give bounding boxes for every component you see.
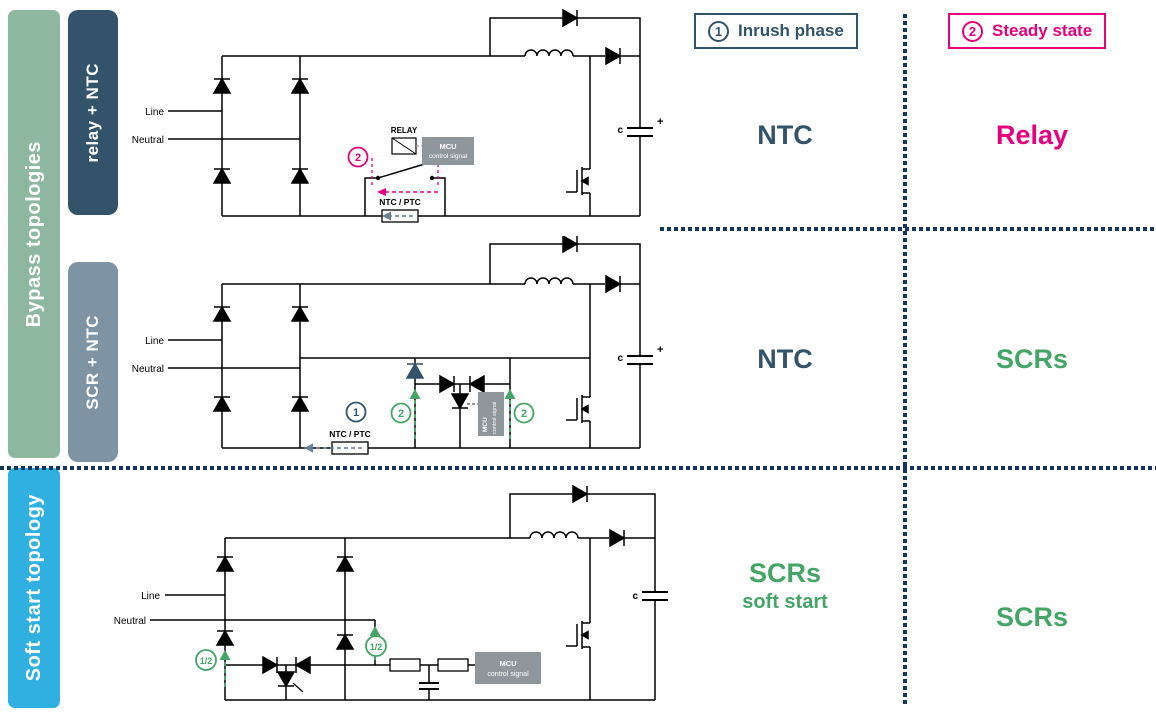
legend-inrush-phase: 1 Inrush phase (694, 13, 858, 49)
banner-soft-start-topology: Soft start topology (8, 468, 60, 708)
legend-inrush-label: Inrush phase (738, 21, 844, 40)
circuit2-wires (168, 243, 641, 449)
badge-steady-state: 2 (347, 146, 369, 168)
badge-inrush-text: 1 (353, 407, 359, 419)
badge-both-phases-right: 1/2 (365, 635, 387, 657)
cap-polarity: + (657, 344, 663, 356)
row3-inrush-sub: soft start (742, 591, 828, 613)
row3-steady-result: SCRs (995, 602, 1069, 632)
row2-row3-dotted-separator (0, 466, 1156, 470)
badge-steady-left-text: 2 (398, 408, 404, 420)
neutral-label: Neutral (132, 364, 164, 375)
cap-label: c (617, 125, 623, 136)
circuit3-diodes (216, 485, 625, 687)
steady-arrow-left (409, 389, 421, 439)
mcu-label-1: MCU (482, 417, 489, 432)
mcu-control-box: MCU control signal (475, 652, 541, 684)
inductor (524, 277, 574, 285)
cap-polarity: + (657, 116, 663, 128)
tag-relay-ntc: relay + NTC (68, 10, 118, 215)
relay-label: RELAY (391, 126, 418, 135)
circuit-soft-start: MCU control signal 1/2 1/2 Line Neutral … (114, 485, 668, 701)
inrush-number-badge: 1 (708, 20, 729, 42)
relay-symbol (371, 137, 439, 186)
mcu-label-2: control signal (429, 153, 468, 160)
line-label: Line (145, 336, 164, 347)
inductor (529, 531, 579, 539)
row2-steady-result: SCRs (995, 344, 1069, 374)
line-label: Line (141, 591, 160, 602)
circuit-scr-ntc: MCU control signal 1 2 2 Line Neutral NT… (132, 236, 663, 455)
scr-gate-wire (292, 682, 304, 693)
mcu-label-1: MCU (439, 142, 456, 151)
gate-resistor-2 (437, 658, 469, 672)
badge-inrush: 1 (345, 401, 367, 423)
capacitor-plates (419, 591, 668, 690)
steady-number-badge: 2 (962, 20, 983, 42)
vertical-dotted-separator (903, 14, 907, 706)
banner-bypass-topologies: Bypass topologies (8, 10, 60, 458)
banner-bypass-label: Bypass topologies (22, 140, 45, 328)
tag-relay-ntc-label: relay + NTC (83, 62, 102, 163)
tag-scr-ntc-label: SCR + NTC (83, 314, 102, 410)
badge-steady-right-text: 2 (521, 408, 527, 420)
circuit1-diodes (213, 9, 621, 184)
row3-inrush-main: SCRs (748, 558, 822, 588)
inductor (524, 49, 574, 57)
mcu-control-box: MCU control signal (416, 137, 474, 165)
neutral-label: Neutral (132, 135, 164, 146)
row1-inrush-result: NTC (757, 120, 813, 150)
mcu-control-box: MCU control signal (478, 392, 504, 436)
ntc-label: NTC / PTC (379, 197, 421, 207)
badge-steady-right: 2 (513, 402, 535, 424)
row2-inrush-result: NTC (757, 344, 813, 374)
mcu-label-2: control signal (492, 402, 498, 434)
banner-soft-start-label: Soft start topology (22, 494, 45, 682)
ntc-label: NTC / PTC (329, 429, 371, 439)
mosfet (565, 386, 591, 432)
row1-row2-dotted-separator (660, 227, 1156, 231)
mcu-label-2: control signal (487, 671, 529, 678)
capacitor-plates (627, 355, 653, 365)
steady-arrow-right (504, 389, 516, 439)
cap-label: c (632, 591, 638, 602)
steady-current-arrow (377, 188, 438, 196)
badge-both-phases-left: 1/2 (195, 649, 217, 671)
cap-label: c (617, 353, 623, 364)
line-label: Line (145, 107, 164, 118)
neutral-label: Neutral (114, 616, 146, 627)
ntc-current-arrow (304, 443, 362, 453)
gate-resistor-1 (389, 658, 421, 672)
scr-diode (406, 363, 424, 379)
capacitor-plates (627, 127, 653, 137)
ntc-current-arrow (382, 211, 413, 221)
mosfet (565, 158, 591, 204)
badge-steady-text: 2 (355, 152, 361, 164)
tag-scr-ntc: SCR + NTC (68, 262, 118, 462)
row3-inrush-result: SCRs soft start (695, 556, 875, 614)
circuit1-wires (168, 17, 641, 217)
circuit-relay-ntc: 2 MCU control signal Line Neutral RELAY … (132, 9, 663, 223)
legend-steady-state: 2 Steady state (948, 13, 1107, 49)
mcu-label-1: MCU (499, 659, 516, 668)
legend-steady-label: Steady state (992, 21, 1093, 40)
mosfet (565, 612, 591, 658)
badge-both-left-text: 1/2 (200, 656, 213, 666)
badge-both-right-text: 1/2 (370, 642, 383, 652)
badge-steady-left: 2 (390, 402, 412, 424)
softstart-arrow-left (219, 650, 231, 687)
row1-steady-result: Relay (995, 120, 1069, 150)
